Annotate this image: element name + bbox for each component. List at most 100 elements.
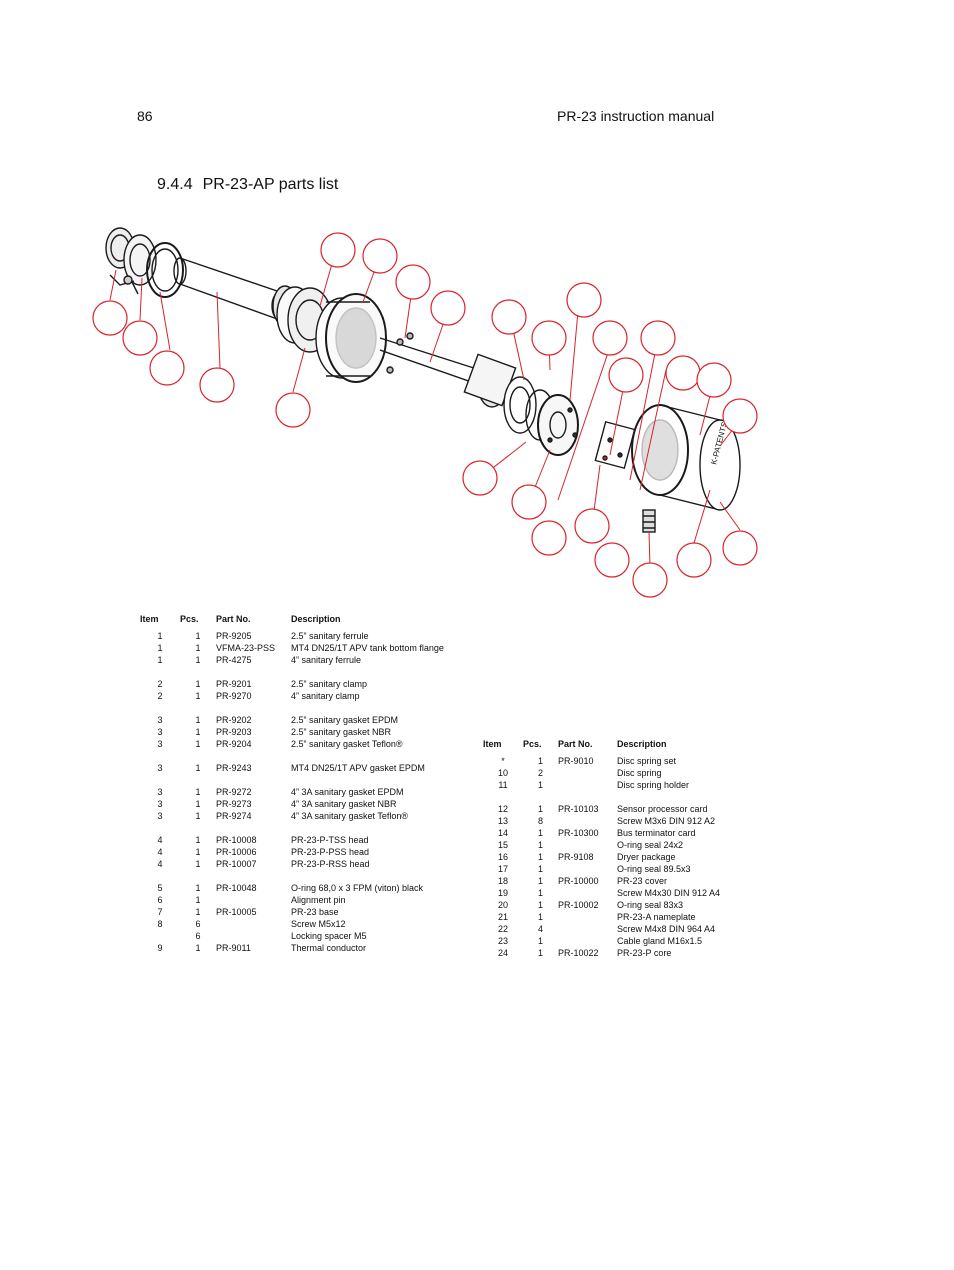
cable-gland xyxy=(642,509,656,533)
cell-description: Cable gland M16x1.5 xyxy=(617,936,703,946)
cell-item: 1 xyxy=(157,643,163,653)
cell-description: Alignment pin xyxy=(291,895,346,905)
cell-pcs: 1 xyxy=(537,900,543,910)
cell-item: 4 xyxy=(157,847,163,857)
cell-pcs: 1 xyxy=(195,847,201,857)
cell-item: 13 xyxy=(497,816,508,826)
cell-pcs: 2 xyxy=(537,768,543,778)
cell-item: 16 xyxy=(497,852,508,862)
cell-part-no: PR-9243 xyxy=(216,763,252,773)
col-pcs: Pcs. xyxy=(180,614,199,624)
cell-item: 3 xyxy=(157,739,163,749)
cell-item: 4 xyxy=(157,835,163,845)
cell-pcs: 1 xyxy=(195,883,201,893)
table-spacer-row xyxy=(140,750,471,762)
cell-part-no: PR-9270 xyxy=(216,691,252,701)
table-row: 16 1 PR-9108 Dryer package xyxy=(483,851,767,863)
cell-item xyxy=(140,930,180,942)
cell-part-no: PR-10103 xyxy=(558,804,599,814)
cell-item: 3 xyxy=(157,763,163,773)
cell-part-no: PR-10300 xyxy=(558,828,599,838)
callout-leaders xyxy=(109,245,741,568)
cell-description: 2.5” sanitary gasket Teflon® xyxy=(291,739,403,749)
cell-item: 2 xyxy=(157,679,163,689)
cell-part-no: PR-9108 xyxy=(558,852,594,862)
cell-pcs: 1 xyxy=(195,811,201,821)
cell-pcs: 1 xyxy=(195,763,201,773)
cell-part-no: PR-9274 xyxy=(216,811,252,821)
cell-description: 4” 3A sanitary gasket NBR xyxy=(291,799,397,809)
cell-item: 9 xyxy=(157,943,163,953)
cell-description: O-ring seal 24x2 xyxy=(617,840,684,850)
cell-pcs: 1 xyxy=(195,679,201,689)
cell-pcs: 1 xyxy=(195,835,201,845)
cell-pcs: 1 xyxy=(195,631,201,641)
col-part-no: Part No. xyxy=(558,739,593,749)
cell-item: 10 xyxy=(497,768,508,778)
cell-part-no xyxy=(558,815,617,827)
cell-part-no: PR-10008 xyxy=(216,835,257,845)
disc-springs xyxy=(503,376,579,456)
shaft xyxy=(379,332,517,408)
spacer-cell xyxy=(140,822,471,834)
cell-item: 12 xyxy=(497,804,508,814)
cover: K-PATENTS xyxy=(631,404,741,511)
cell-part-no: PR-9202 xyxy=(216,715,252,725)
cell-description: 4” sanitary clamp xyxy=(291,691,360,701)
cell-part-no xyxy=(558,935,617,947)
table-spacer-row xyxy=(140,702,471,714)
spacer-cell xyxy=(140,870,471,882)
spacer-cell xyxy=(140,774,471,786)
cell-item: 8 xyxy=(157,919,163,929)
spacer-cell xyxy=(140,750,471,762)
cell-part-no: PR-4275 xyxy=(216,655,252,665)
cell-pcs: 1 xyxy=(195,859,201,869)
cell-description: Dryer package xyxy=(617,852,676,862)
table-spacer-row xyxy=(140,822,471,834)
cell-pcs: 8 xyxy=(537,816,543,826)
cell-description: PR-23 base xyxy=(291,907,339,917)
cell-pcs: 1 xyxy=(195,943,201,953)
cell-part-no xyxy=(558,911,617,923)
cell-pcs: 1 xyxy=(537,780,543,790)
cell-item: 1 xyxy=(157,631,163,641)
cell-item: 21 xyxy=(497,912,508,922)
col-description: Description xyxy=(617,739,667,749)
cell-description: Disc spring holder xyxy=(617,780,690,790)
col-description: Description xyxy=(291,614,341,624)
cell-part-no: PR-10000 xyxy=(558,876,599,886)
cell-pcs: 1 xyxy=(537,852,543,862)
running-header: PR-23 instruction manual xyxy=(557,108,715,124)
cell-description: 4” sanitary ferrule xyxy=(291,655,362,665)
cell-part-no: PR-9205 xyxy=(216,631,252,641)
cell-description: 4” 3A sanitary gasket EPDM xyxy=(291,787,404,797)
cell-part-no xyxy=(558,887,617,899)
cell-pcs: 1 xyxy=(537,936,543,946)
cell-pcs: 1 xyxy=(537,804,543,814)
cell-description: MT4 DN25/1T APV gasket EPDM xyxy=(291,763,425,773)
cell-description: Bus terminator card xyxy=(617,828,696,838)
cell-item: 3 xyxy=(157,799,163,809)
cell-part-no: PR-9011 xyxy=(216,943,251,953)
cell-pcs: 1 xyxy=(537,756,543,766)
cell-pcs: 1 xyxy=(537,912,543,922)
cell-pcs: 1 xyxy=(195,727,201,737)
